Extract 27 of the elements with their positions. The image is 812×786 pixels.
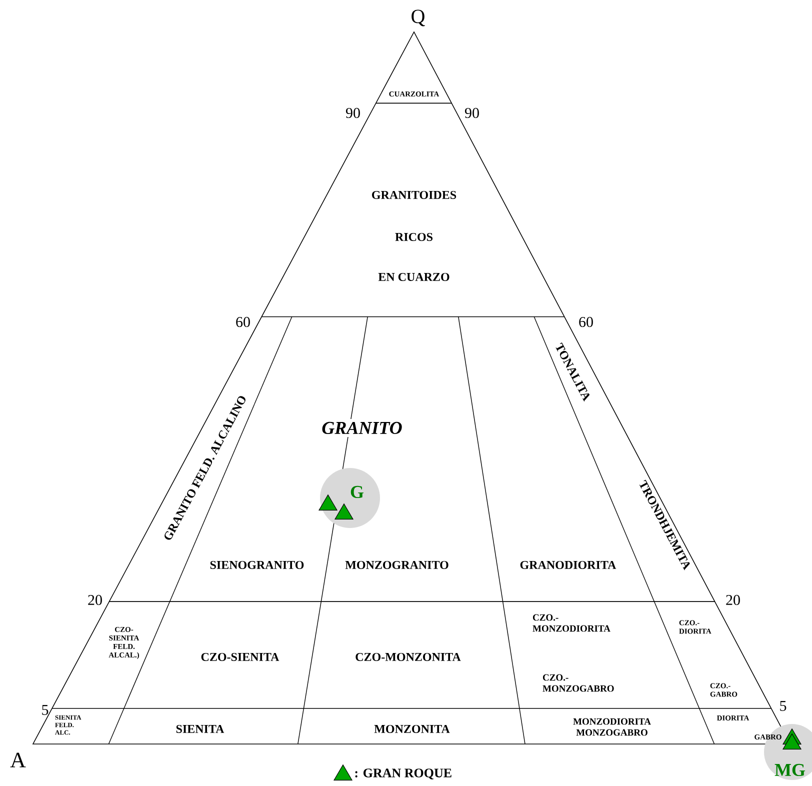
axis-value: 20 [88, 594, 102, 606]
field-label: GRANODIORITA [520, 560, 616, 569]
field-label: GRANITO [318, 418, 406, 438]
axis-value: 5 [780, 701, 786, 711]
vertex-label: Q [412, 10, 425, 26]
axis-value: 90 [465, 108, 479, 118]
field-label: CZO.- MONZOGABRO [542, 674, 614, 692]
field-label: RICOS [395, 232, 432, 241]
field-label: MONZONITA [374, 724, 450, 733]
field-label: MONZODIORITA MONZOGABRO [573, 718, 651, 736]
field-label: GRANITOIDES [372, 190, 456, 199]
sample-label: MG [774, 764, 806, 776]
field-label: MONZOGRANITO [345, 560, 448, 569]
field-label: EN CUARZO [378, 272, 450, 281]
axis-value: 60 [579, 316, 593, 328]
axis-value: 20 [726, 594, 740, 606]
axis-value: 60 [236, 316, 250, 328]
field-label: CZO.- MONZODIORITA [532, 614, 610, 632]
axis-value: 90 [346, 108, 360, 118]
vertex-label: A [10, 752, 26, 768]
field-label: CZO-MONZONITA [356, 652, 461, 661]
field-label: SIENOGRANITO [210, 560, 304, 569]
legend-text: : GRAN ROQUE [355, 768, 452, 780]
sample-label: G [350, 486, 364, 498]
field-label: CZO-SIENITA [201, 652, 280, 661]
field-label: SIENITA [176, 724, 224, 733]
axis-value: 5 [42, 705, 48, 715]
